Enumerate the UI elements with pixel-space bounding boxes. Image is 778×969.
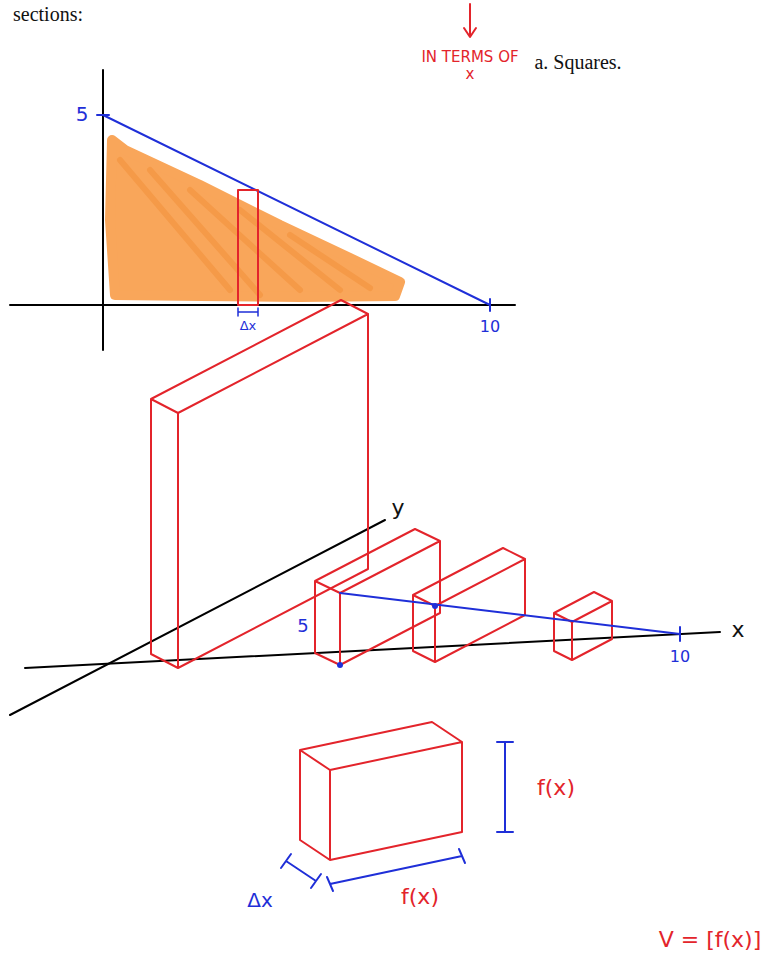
tick-mark [97, 114, 109, 116]
height-label: f(x) [537, 775, 575, 800]
tick-mark [489, 299, 491, 311]
x-axis-3d [25, 632, 720, 668]
square-slab [413, 548, 525, 662]
boundary-line [103, 115, 490, 305]
y-axis-3d [10, 520, 385, 715]
side-label: f(x) [401, 884, 439, 909]
detail-slab [300, 722, 462, 860]
square-slab [151, 300, 368, 668]
y-axis [102, 70, 104, 350]
x-axis [10, 304, 515, 306]
shaded-region [110, 140, 400, 297]
depth-label: Δx [247, 889, 273, 912]
tick-mark [679, 627, 681, 641]
square-slab [554, 592, 612, 660]
slice-rectangle [238, 190, 258, 305]
axis-value: 10 [670, 648, 690, 666]
margin-note: IN TERMS OF x [415, 49, 525, 84]
height-bracket [497, 742, 513, 832]
part-heading: a. Squares. [534, 51, 621, 74]
axis-value: 10 [480, 318, 500, 336]
depth-bracket [281, 854, 321, 888]
pointer-arrow [464, 4, 476, 37]
width-label: Δx [240, 319, 257, 334]
side-bracket [327, 849, 465, 891]
section-heading: sections: [13, 3, 83, 26]
axis-name: y [391, 495, 404, 520]
point-dot [432, 603, 438, 609]
point-dot [337, 662, 343, 668]
boundary-line-3d [340, 593, 680, 634]
axis-value: 5 [297, 616, 308, 637]
width-bracket [238, 308, 258, 316]
axis-name: x [731, 617, 744, 642]
volume-formula: V = [f(x)] [659, 927, 762, 952]
axis-value: 5 [76, 103, 89, 126]
